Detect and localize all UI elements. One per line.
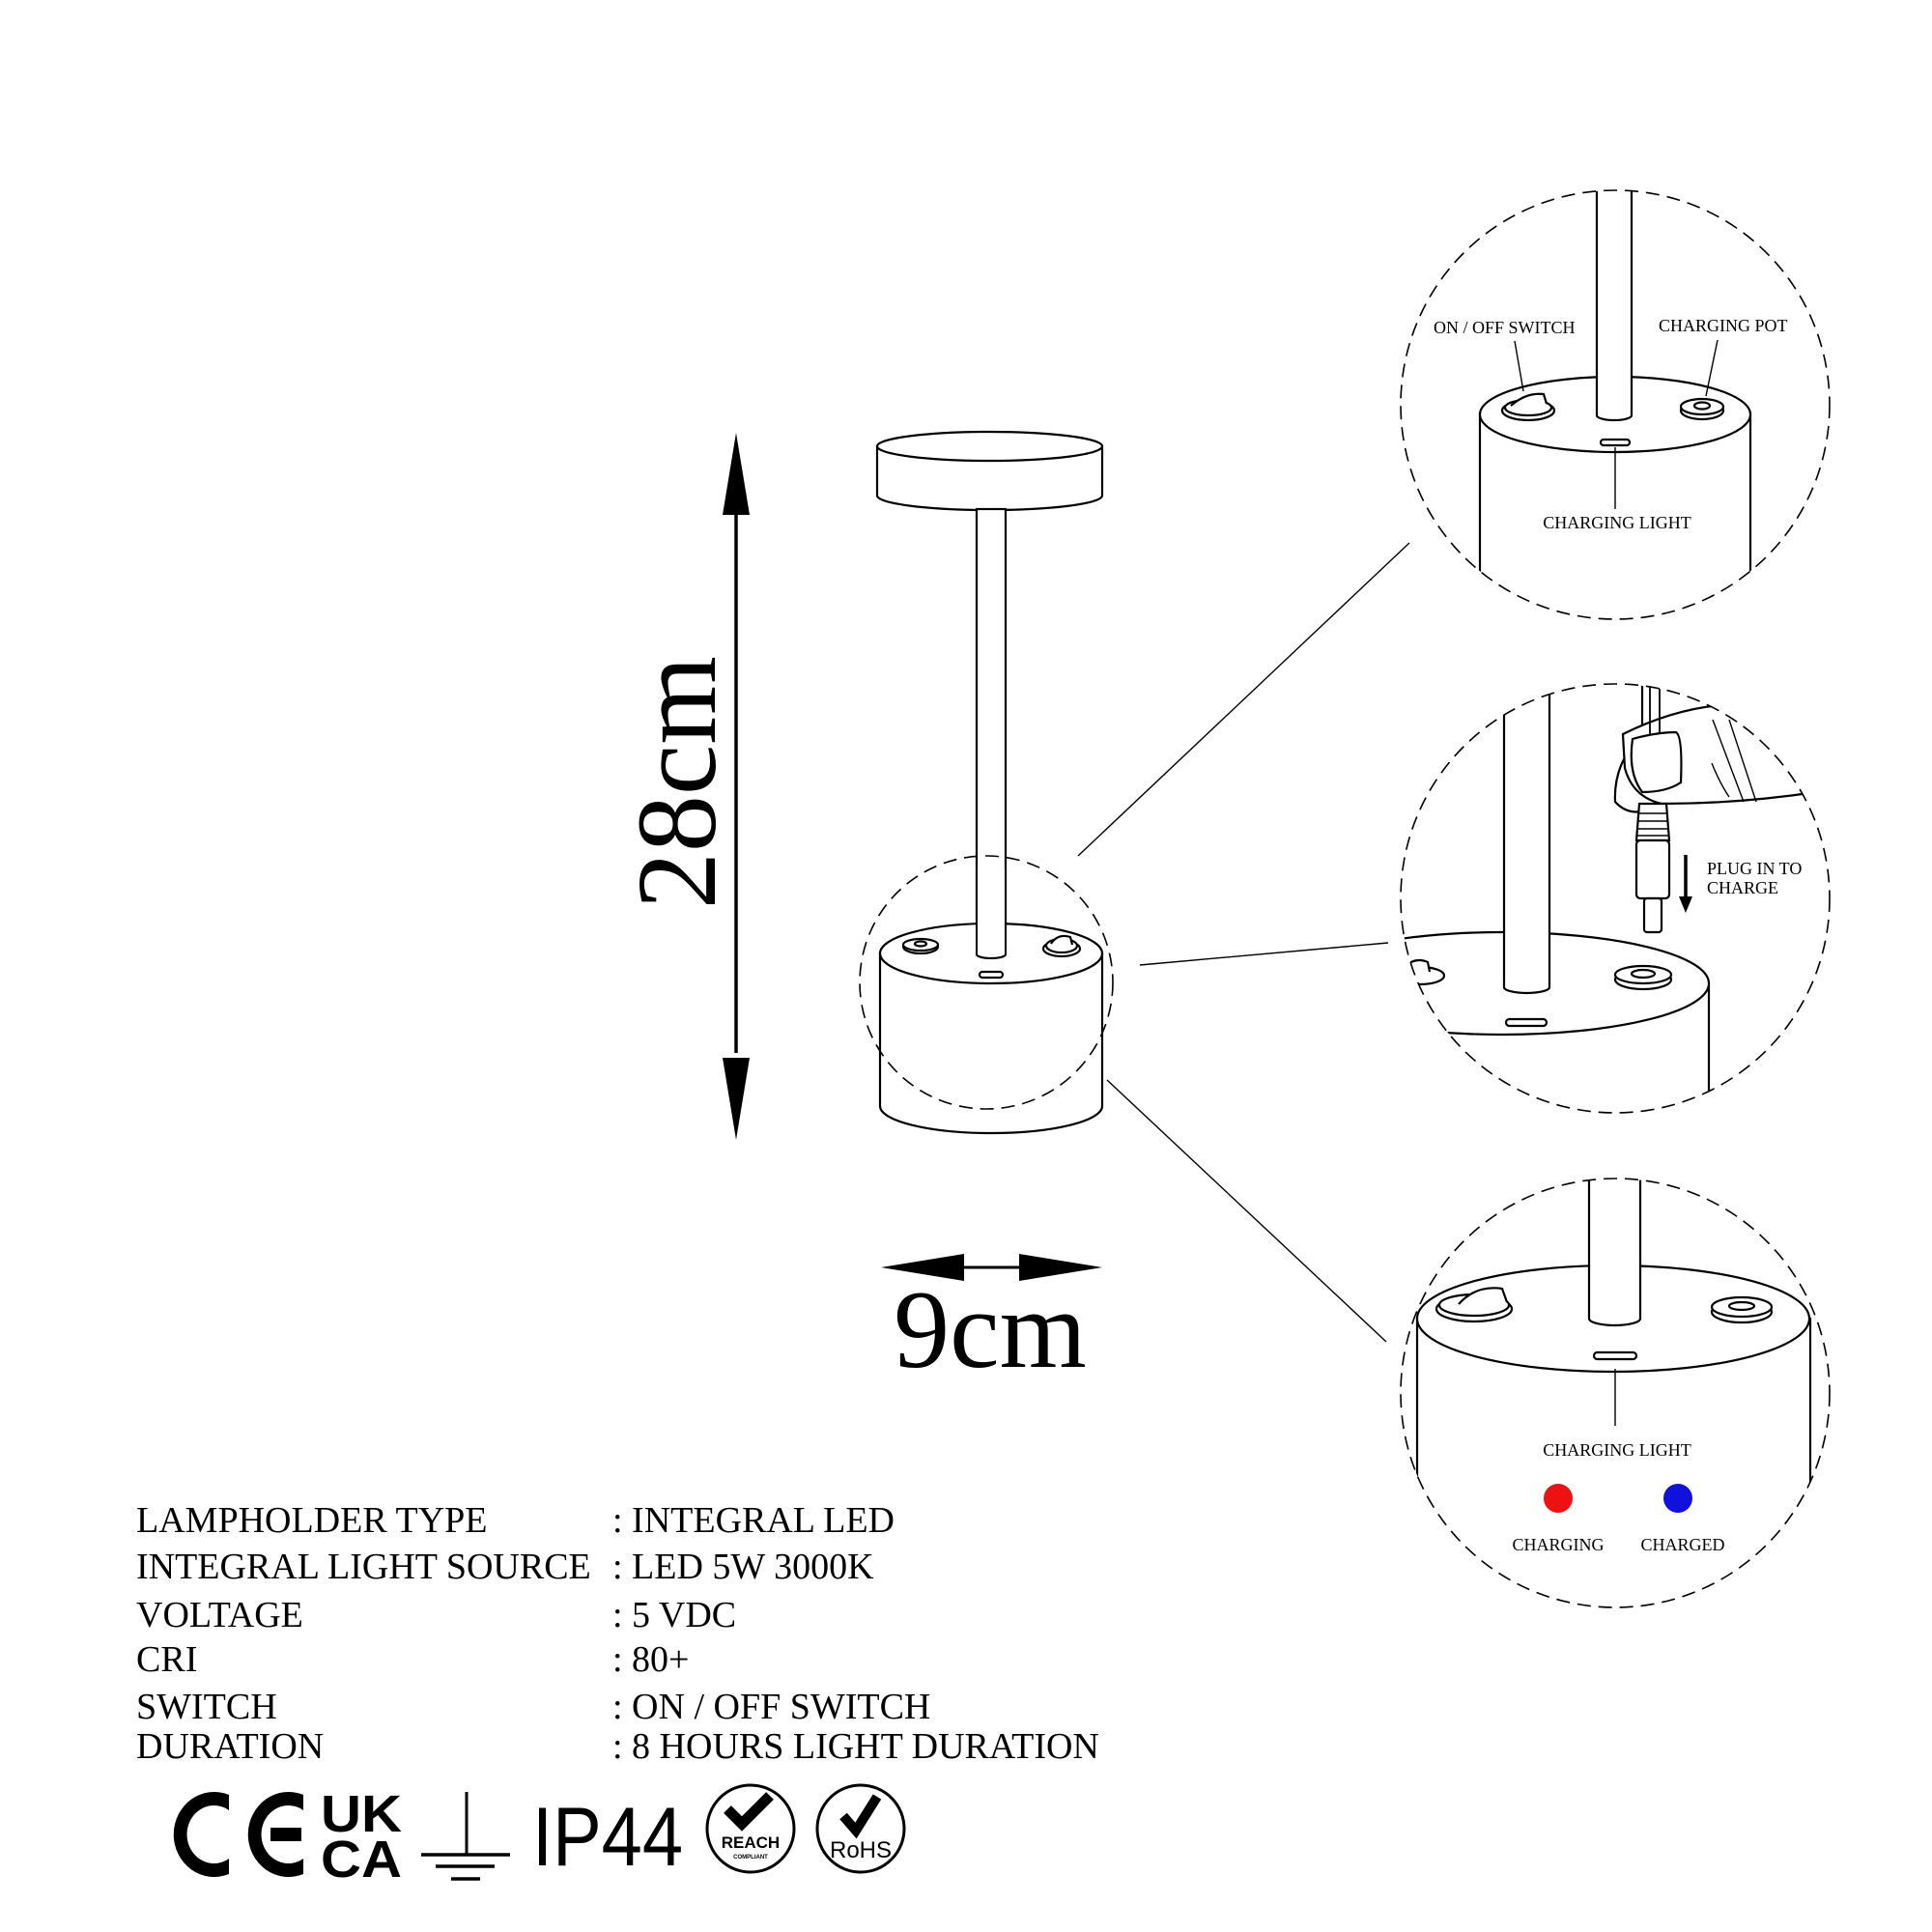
certification-marks: UK CA IP44 REACH COMPLIANT RoHS: [173, 1783, 906, 1889]
switch-icon: [1500, 392, 1556, 422]
spec-value: : 5 VDC: [612, 1595, 736, 1635]
ground-symbol-icon: [421, 1792, 510, 1881]
spec-row: CRI : 80+: [136, 1639, 690, 1680]
spec-value: : INTEGRAL LED: [612, 1500, 895, 1541]
charging-light-label: CHARGING LIGHT: [1543, 1440, 1690, 1460]
rohs-compliant-icon: RoHS: [815, 1783, 906, 1874]
switch-callout-label: ON / OFF SWITCH: [1434, 318, 1576, 337]
svg-text:COMPLIANT: COMPLIANT: [733, 1855, 768, 1861]
spec-label: DURATION: [136, 1726, 324, 1767]
detail-circle-plug-in: PLUG IN TO CHARGE: [1400, 683, 1831, 1114]
spec-row: VOLTAGE : 5 VDC: [136, 1595, 736, 1635]
charging-light-callout-label: CHARGING LIGHT: [1543, 513, 1690, 532]
port-callout-label: CHARGING POT: [1659, 316, 1788, 335]
spec-value: : 8 HOURS LIGHT DURATION: [612, 1726, 1099, 1767]
charged-indicator-label: CHARGED: [1640, 1535, 1724, 1554]
spec-label: CRI: [136, 1639, 197, 1680]
spec-value: : 80+: [612, 1639, 690, 1680]
spec-table: LAMPHOLDER TYPE : INTEGRAL LED INTEGRAL …: [136, 1500, 1099, 1767]
spec-row: SWITCH : ON / OFF SWITCH: [136, 1687, 930, 1727]
svg-text:CA: CA: [321, 1831, 402, 1889]
charging-indicator-dot: [1544, 1484, 1573, 1513]
charging-plug-icon: [1634, 684, 1671, 934]
lamp-illustration: [875, 430, 1104, 1135]
detail-circle-controls: ON / OFF SWITCH CHARGING POT CHARGING LI…: [1400, 189, 1831, 620]
down-arrow-icon: [1679, 855, 1692, 913]
spec-row: LAMPHOLDER TYPE : INTEGRAL LED: [136, 1500, 895, 1541]
ukca-mark-icon: UK CA: [321, 1785, 402, 1889]
svg-text:RoHS: RoHS: [830, 1837, 892, 1863]
height-dimension-arrow: [723, 433, 750, 1140]
detail-circle-indicator: CHARGING LIGHT CHARGING CHARGED: [1400, 1178, 1831, 1608]
spec-value: : ON / OFF SWITCH: [612, 1687, 930, 1727]
spec-label: LAMPHOLDER TYPE: [136, 1500, 488, 1541]
spec-row: INTEGRAL LIGHT SOURCE : LED 5W 3000K: [136, 1547, 874, 1587]
spec-label: VOLTAGE: [136, 1595, 303, 1635]
plug-instruction-line2: CHARGE: [1707, 878, 1778, 897]
ip-rating-label: IP44: [532, 1791, 683, 1884]
height-label: 28cm: [613, 656, 740, 909]
spec-label: SWITCH: [136, 1687, 277, 1727]
spec-value: : LED 5W 3000K: [612, 1547, 874, 1587]
width-dimension-arrow: [881, 1254, 1102, 1281]
svg-text:REACH: REACH: [722, 1833, 780, 1852]
ce-mark-icon: [173, 1791, 303, 1878]
spec-label: INTEGRAL LIGHT SOURCE: [136, 1547, 591, 1587]
charging-port-icon: [1679, 397, 1725, 421]
spec-row: DURATION : 8 HOURS LIGHT DURATION: [136, 1726, 1099, 1767]
charging-indicator-label: CHARGING: [1512, 1535, 1604, 1554]
detail-highlight-circle: [859, 855, 1114, 1110]
width-label: 9cm: [894, 1268, 1087, 1392]
hand-icon: [1613, 684, 1818, 813]
reach-compliant-icon: REACH COMPLIANT: [705, 1783, 796, 1874]
charged-indicator-dot: [1663, 1484, 1692, 1513]
plug-instruction-line1: PLUG IN TO: [1707, 859, 1802, 878]
leader-lines: [1077, 542, 1410, 1343]
svg-text:UK: UK: [321, 1785, 402, 1843]
